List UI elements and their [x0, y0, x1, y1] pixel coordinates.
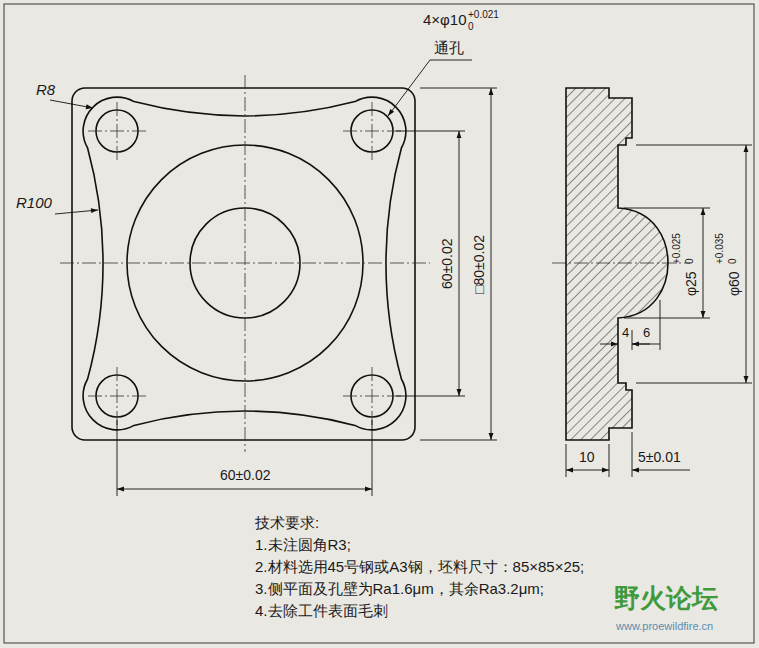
linear-dimension: 60±0.02	[220, 468, 271, 483]
hole-note: 通孔	[434, 40, 464, 57]
radius-dimension: R100	[16, 195, 52, 212]
watermark: www.proewildfire.cn	[616, 620, 713, 632]
diameter-dimension: φ60	[727, 271, 742, 296]
tolerance: +0.021	[468, 9, 499, 20]
note-line: 1.未注圆角R3;	[255, 537, 351, 554]
tolerance: 0	[468, 21, 474, 32]
note-line: 3.侧平面及孔壁为Ra1.6μm，其余Ra3.2μm;	[255, 581, 544, 598]
note-heading: 技术要求:	[255, 515, 319, 532]
tolerance: +0.025	[671, 233, 682, 264]
linear-dimension: 6	[643, 326, 650, 340]
linear-dimension: 60±0.02	[440, 238, 455, 289]
watermark: 野火论坛	[614, 584, 718, 613]
linear-dimension: 4	[622, 326, 629, 340]
diameter-dimension: φ25	[684, 271, 699, 296]
radius-dimension: R8	[36, 82, 55, 99]
linear-dimension: 10	[579, 450, 595, 465]
linear-dimension: □80±0.02	[472, 235, 487, 294]
tolerance: 0	[684, 258, 695, 264]
note-line: 2.材料选用45号钢或A3钢，坯料尺寸：85×85×25;	[255, 559, 584, 576]
note-line: 4.去除工件表面毛刺	[255, 603, 388, 620]
linear-dimension: 5±0.01	[638, 450, 681, 465]
tolerance: +0.035	[714, 233, 725, 264]
tolerance: 0	[727, 258, 738, 264]
hole-dimension: 4×φ10	[423, 12, 467, 29]
